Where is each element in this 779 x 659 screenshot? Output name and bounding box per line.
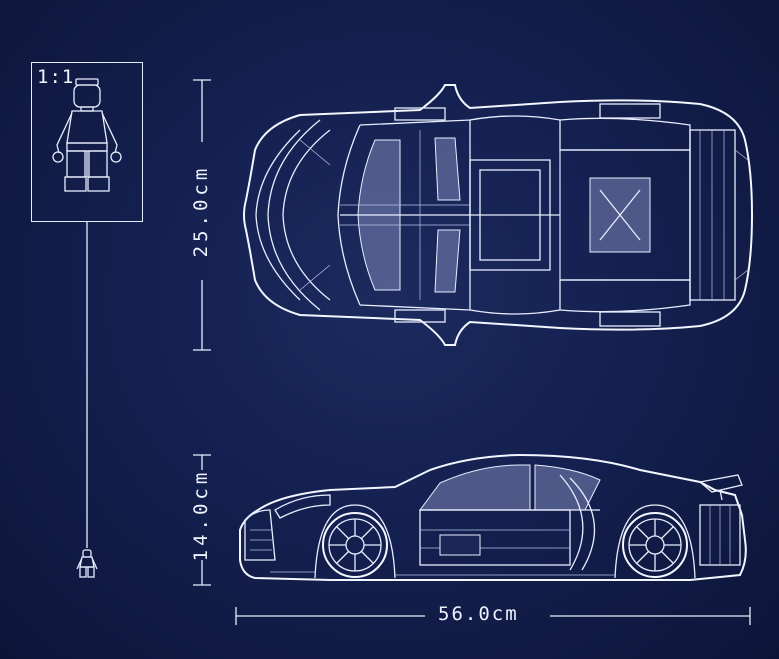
minifigure-large-icon <box>52 78 122 192</box>
width-dimension-label: 25.0cm <box>190 164 212 258</box>
length-dimension-label: 56.0cm <box>438 603 519 625</box>
length-dimension-line <box>235 607 751 625</box>
minifigure-small-icon <box>76 549 98 578</box>
front-wheel-icon <box>322 512 388 578</box>
scale-label: 1:1 <box>37 66 75 88</box>
height-dimension-label: 14.0cm <box>190 468 212 562</box>
rear-wheel-icon <box>622 512 688 578</box>
scale-reference-box <box>31 62 143 222</box>
car-side-view <box>239 453 747 581</box>
car-top-view <box>243 84 754 346</box>
width-dimension-line <box>193 79 211 351</box>
height-dimension-line <box>193 454 211 586</box>
